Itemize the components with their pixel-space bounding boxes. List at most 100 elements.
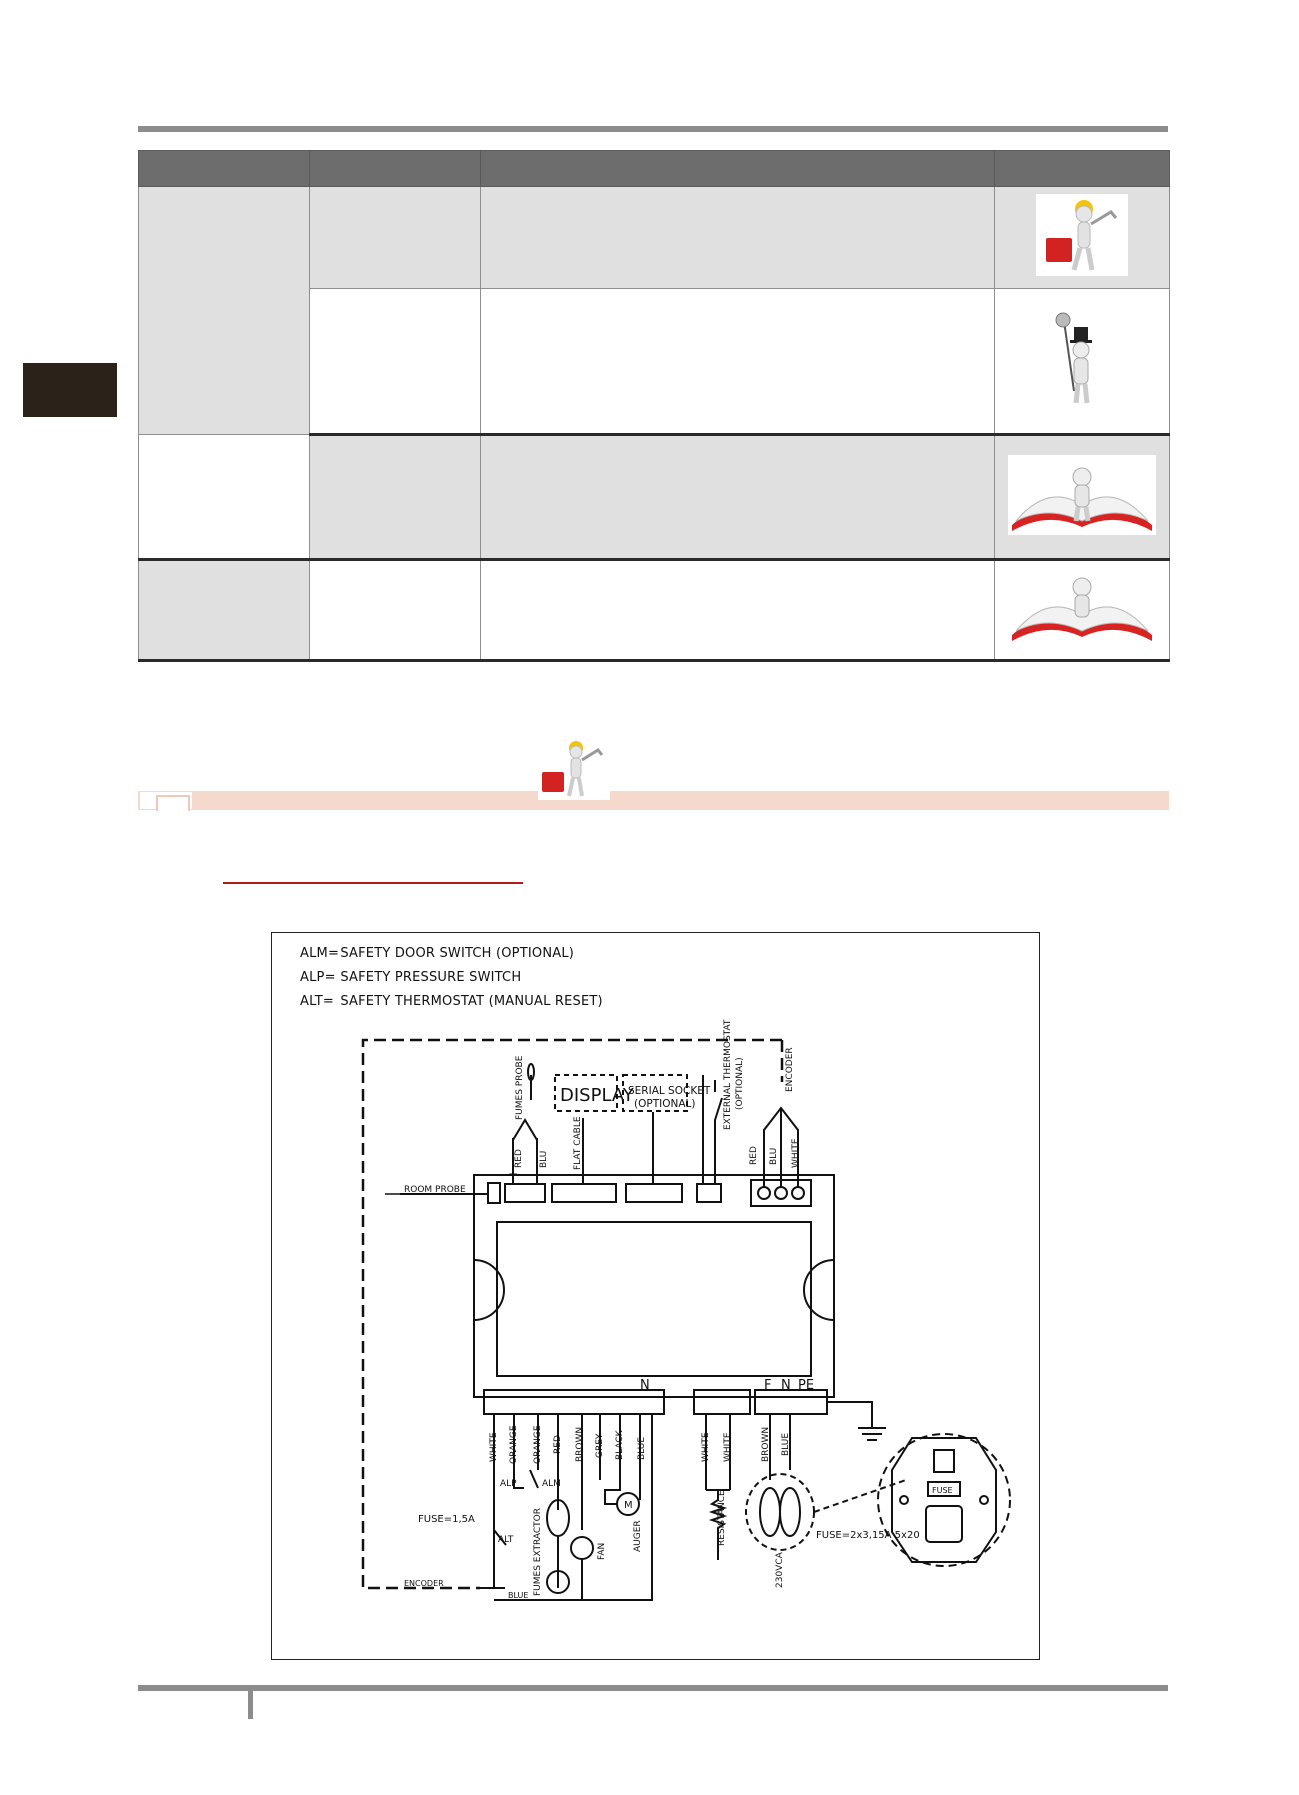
label-encoder-bottom: ENCODER (404, 1579, 444, 1588)
label-encoder-top: ENCODER (785, 1047, 795, 1092)
resistance-connector (693, 1389, 751, 1415)
technician-icon (538, 738, 610, 800)
table-header-cell (138, 150, 310, 187)
flat-cable-connector (551, 1183, 617, 1203)
label-wire-orange: ORANGE (533, 1425, 543, 1464)
label-resistance: RESISTANCE (717, 1490, 727, 1546)
label-external-thermostat: EXTERNAL THERMOSTAT (723, 1019, 733, 1130)
label-voltage: 230VCA (775, 1551, 785, 1588)
wiring-diagram-frame (271, 932, 1040, 1660)
table-cell (138, 559, 310, 662)
label-blu: BLU (539, 1151, 549, 1168)
table-row (138, 186, 1170, 435)
board-window (496, 1221, 812, 1377)
maintenance-table (138, 150, 1170, 662)
legend-code: ALM= (300, 946, 340, 961)
table-row (138, 434, 1170, 561)
table-cell-icon (994, 559, 1170, 662)
serial-connector (625, 1183, 683, 1203)
legend-text: SAFETY THERMOSTAT (MANUAL RESET) (340, 994, 603, 1009)
legend-code: ALT= (300, 994, 334, 1009)
top-rule (138, 126, 1168, 132)
label-red: RED (514, 1149, 524, 1168)
label-wire-white: WHITE (489, 1432, 499, 1462)
chapter-tab (23, 363, 117, 417)
label-encoder-red: RED (749, 1146, 759, 1165)
label-encoder-blu: BLU (769, 1148, 779, 1165)
label-motor-m: M (624, 1500, 633, 1511)
table-header-cell (309, 150, 481, 187)
legend-text: SAFETY DOOR SWITCH (OPTIONAL) (340, 946, 575, 961)
label-plus: + (508, 1167, 518, 1181)
power-connector (754, 1389, 828, 1415)
label-encoder-white: WHITE (791, 1138, 801, 1168)
label-blue-bottom: BLUE (508, 1591, 528, 1600)
display-box (554, 1074, 618, 1112)
legend-alp: ALP= SAFETY PRESSURE SWITCH (300, 970, 521, 985)
label-fumes-probe: FUMES PROBE (515, 1055, 525, 1120)
table-cell (309, 559, 481, 662)
table-header-cell (994, 150, 1170, 187)
chimney-sweep-icon (1052, 311, 1112, 407)
label-power-brown: BROWN (761, 1427, 771, 1462)
fan-motor (570, 1536, 594, 1560)
label-serial-socket: SERIAL SOCKET (628, 1085, 711, 1097)
table-row (138, 559, 1170, 662)
fumes-extractor (546, 1570, 570, 1594)
table-cell (480, 434, 995, 561)
auger-motor (616, 1492, 640, 1516)
label-res-white: WHITE (701, 1432, 711, 1462)
table-cell (138, 186, 310, 435)
section-heading-bar (138, 791, 1169, 810)
table-cell (480, 288, 995, 436)
label-wire-brown: BROWN (575, 1427, 585, 1462)
label-f: F (764, 1378, 771, 1393)
table-cell (480, 186, 995, 289)
legend-text: SAFETY PRESSURE SWITCH (340, 970, 522, 985)
power-inlet-detail (877, 1433, 1011, 1567)
label-external-optional: (OPTIONAL) (735, 1057, 745, 1110)
table-header-row (138, 150, 1170, 187)
label-alp: ALP (500, 1479, 517, 1489)
footer-tick (248, 1689, 253, 1719)
legend-alm: ALM= SAFETY DOOR SWITCH (OPTIONAL) (300, 946, 574, 961)
output-connector (483, 1389, 665, 1415)
thermostat-connector (696, 1183, 722, 1203)
table-cell-icon (994, 186, 1170, 289)
label-room-probe: ROOM PROBE (404, 1185, 466, 1195)
label-fuse-box: FUSE (932, 1486, 953, 1495)
label-fuse-small: FUSE=1,5A (418, 1514, 475, 1525)
technician-icon (1036, 194, 1128, 276)
manual-book-icon (1008, 454, 1156, 535)
legend-alt: ALT= SAFETY THERMOSTAT (MANUAL RESET) (300, 994, 603, 1009)
label-fuse-big: FUSE=2x3,15A 5x20 (816, 1530, 920, 1541)
label-auger: AUGER (633, 1520, 643, 1552)
label-wire-grey: GREY (595, 1433, 605, 1458)
section-number-mark (156, 795, 190, 811)
table-cell-icon (994, 288, 1170, 436)
label-n: N (781, 1378, 791, 1393)
fumes-probe-connector (504, 1183, 546, 1203)
label-wire-black: BLACK (615, 1429, 625, 1460)
room-probe-connector (487, 1182, 501, 1204)
table-cell (480, 559, 995, 662)
label-wire-orange: ORANGE (509, 1425, 519, 1464)
label-res-white: WHITE (723, 1432, 733, 1462)
label-serial-optional: (OPTIONAL) (634, 1098, 695, 1110)
label-power-blue: BLUE (781, 1433, 791, 1456)
table-row (139, 288, 1170, 436)
encoder-dashed-line (361, 1038, 782, 1590)
label-fan: FAN (597, 1543, 607, 1560)
label-wire-blue: BLUE (637, 1437, 647, 1460)
manual-book-icon (1008, 571, 1156, 645)
legend-code: ALP= (300, 970, 336, 985)
footer-rule (138, 1685, 1168, 1691)
label-flat-cable: FLAT CABLE (573, 1116, 583, 1170)
label-pe: PE (798, 1378, 814, 1393)
label-alt: ALT (498, 1535, 514, 1545)
table-cell (309, 434, 481, 561)
label-alm: ALM (542, 1479, 561, 1489)
table-cell (309, 186, 481, 289)
label-fumes-extractor: FUMES EXTRACTOR (533, 1508, 543, 1596)
